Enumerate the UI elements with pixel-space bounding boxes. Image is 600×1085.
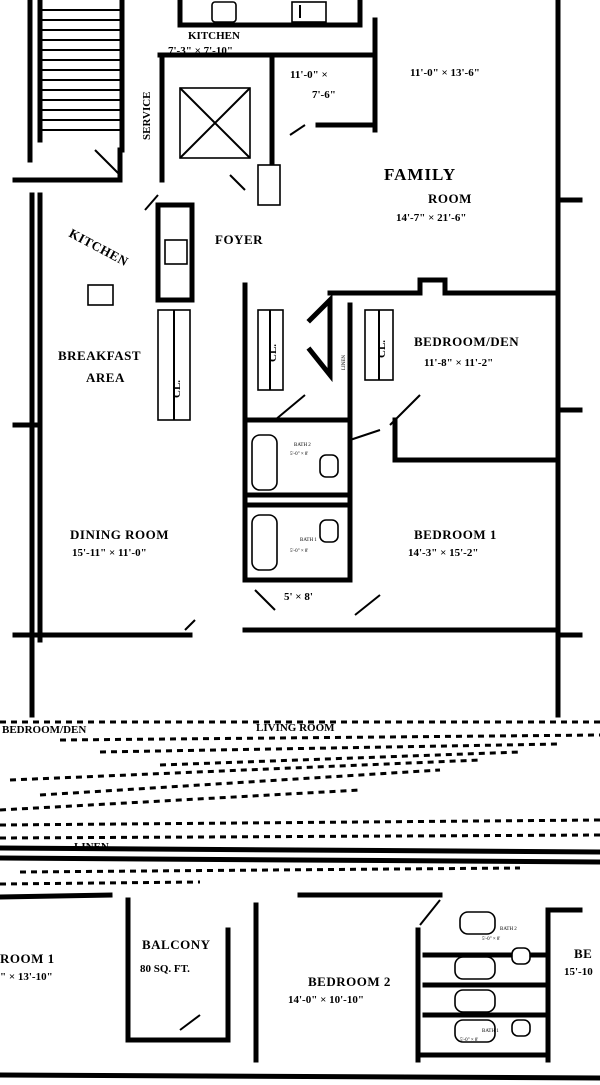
- closets: [157, 309, 394, 421]
- upper-walls: [12, 0, 583, 718]
- family-room-name-2: ROOM: [428, 191, 472, 206]
- bath-fixtures: [251, 434, 339, 571]
- dining-room-dims: 15'-11" × 11'-0": [72, 547, 147, 559]
- bedroom-den-dims: 11'-8" × 11'-2": [424, 357, 493, 369]
- upper-labels: KITCHEN 7'-3" × 7'-10" 11'-0" × 7'-6" 11…: [58, 30, 519, 603]
- linen-label: LINEN: [342, 355, 347, 370]
- kitchen-top-name: KITCHEN: [188, 30, 240, 42]
- lower-labels: ROOM 1 " × 13'-10" BALCONY 80 SQ. FT. BE…: [0, 927, 593, 1043]
- lower-living-room-label: LIVING ROOM: [256, 722, 335, 734]
- lower-walls: [0, 892, 600, 1081]
- bedroom-den-name: BEDROOM/DEN: [414, 334, 519, 349]
- balcony-name: BALCONY: [142, 937, 211, 952]
- bath-2-name: BATH 2: [294, 443, 311, 448]
- service-name: SERVICE: [141, 91, 153, 140]
- stairs: [27, 0, 120, 163]
- foyer-name: FOYER: [215, 232, 263, 247]
- lower-bath-2-name: BATH 2: [500, 927, 517, 932]
- dining-room-name: DINING ROOM: [70, 527, 169, 542]
- bath-1-dims: 5'-0" × 8': [290, 549, 308, 554]
- family-room-dims: 14'-7" × 21'-6": [396, 212, 466, 224]
- room-11x13-dims: 11'-0" × 13'-6": [410, 67, 480, 79]
- bedroom-1-dims: 14'-3" × 15'-2": [408, 547, 478, 559]
- lower-bath-2-dims: 5'-0" × 8': [482, 937, 500, 942]
- bath-2-dims: 5'-0" × 8': [290, 452, 308, 457]
- bedroom-2-name: BEDROOM 2: [308, 974, 391, 989]
- room-11x7-dims-2: 7'-6": [312, 89, 336, 101]
- lower-bedroom-1-dims: " × 13'-10": [0, 971, 53, 983]
- lower-bedroom-den-label: BEDROOM/DEN: [2, 724, 86, 736]
- breakfast-name-1: BREAKFAST: [58, 348, 141, 363]
- room-11x7-dims-1: 11'-0" ×: [290, 69, 328, 81]
- closet-c-label: CL.: [376, 340, 388, 358]
- lower-bath-1-name: BATH 1: [482, 1029, 499, 1034]
- bedroom-1-name: BEDROOM 1: [414, 527, 497, 542]
- lower-linen-label: LINEN: [74, 841, 109, 853]
- closet-b-label: CL.: [267, 344, 279, 362]
- bedroom-2-dims: 14'-0" × 10'-10": [288, 994, 364, 1006]
- lower-bedroom-right-dims: 15'-10: [564, 966, 593, 978]
- distorted-band: BEDROOM/DEN LIVING ROOM LINEN: [0, 720, 600, 886]
- lower-bedroom-1-name: ROOM 1: [0, 951, 55, 966]
- balcony-area: 80 SQ. FT.: [140, 963, 190, 975]
- bath-1-name: BATH 1: [300, 538, 317, 543]
- door-swings: [94, 124, 421, 631]
- closet-a-label: CL.: [171, 380, 183, 398]
- lower-bath-1-dims: 5'-0" × 8': [460, 1038, 478, 1043]
- kitchen-top-dims: 7'-3" × 7'-10": [168, 45, 233, 57]
- breakfast-name-2: AREA: [86, 370, 125, 385]
- family-room-name-1: FAMILY: [384, 165, 456, 184]
- small-closet-dims: 5' × 8': [284, 591, 313, 603]
- lower-bath-fixtures: [454, 911, 531, 1043]
- kitchen-left-name: KITCHEN: [67, 225, 131, 269]
- kitchen-fixtures: [87, 1, 327, 306]
- lower-bedroom-right-name: BE: [574, 946, 592, 961]
